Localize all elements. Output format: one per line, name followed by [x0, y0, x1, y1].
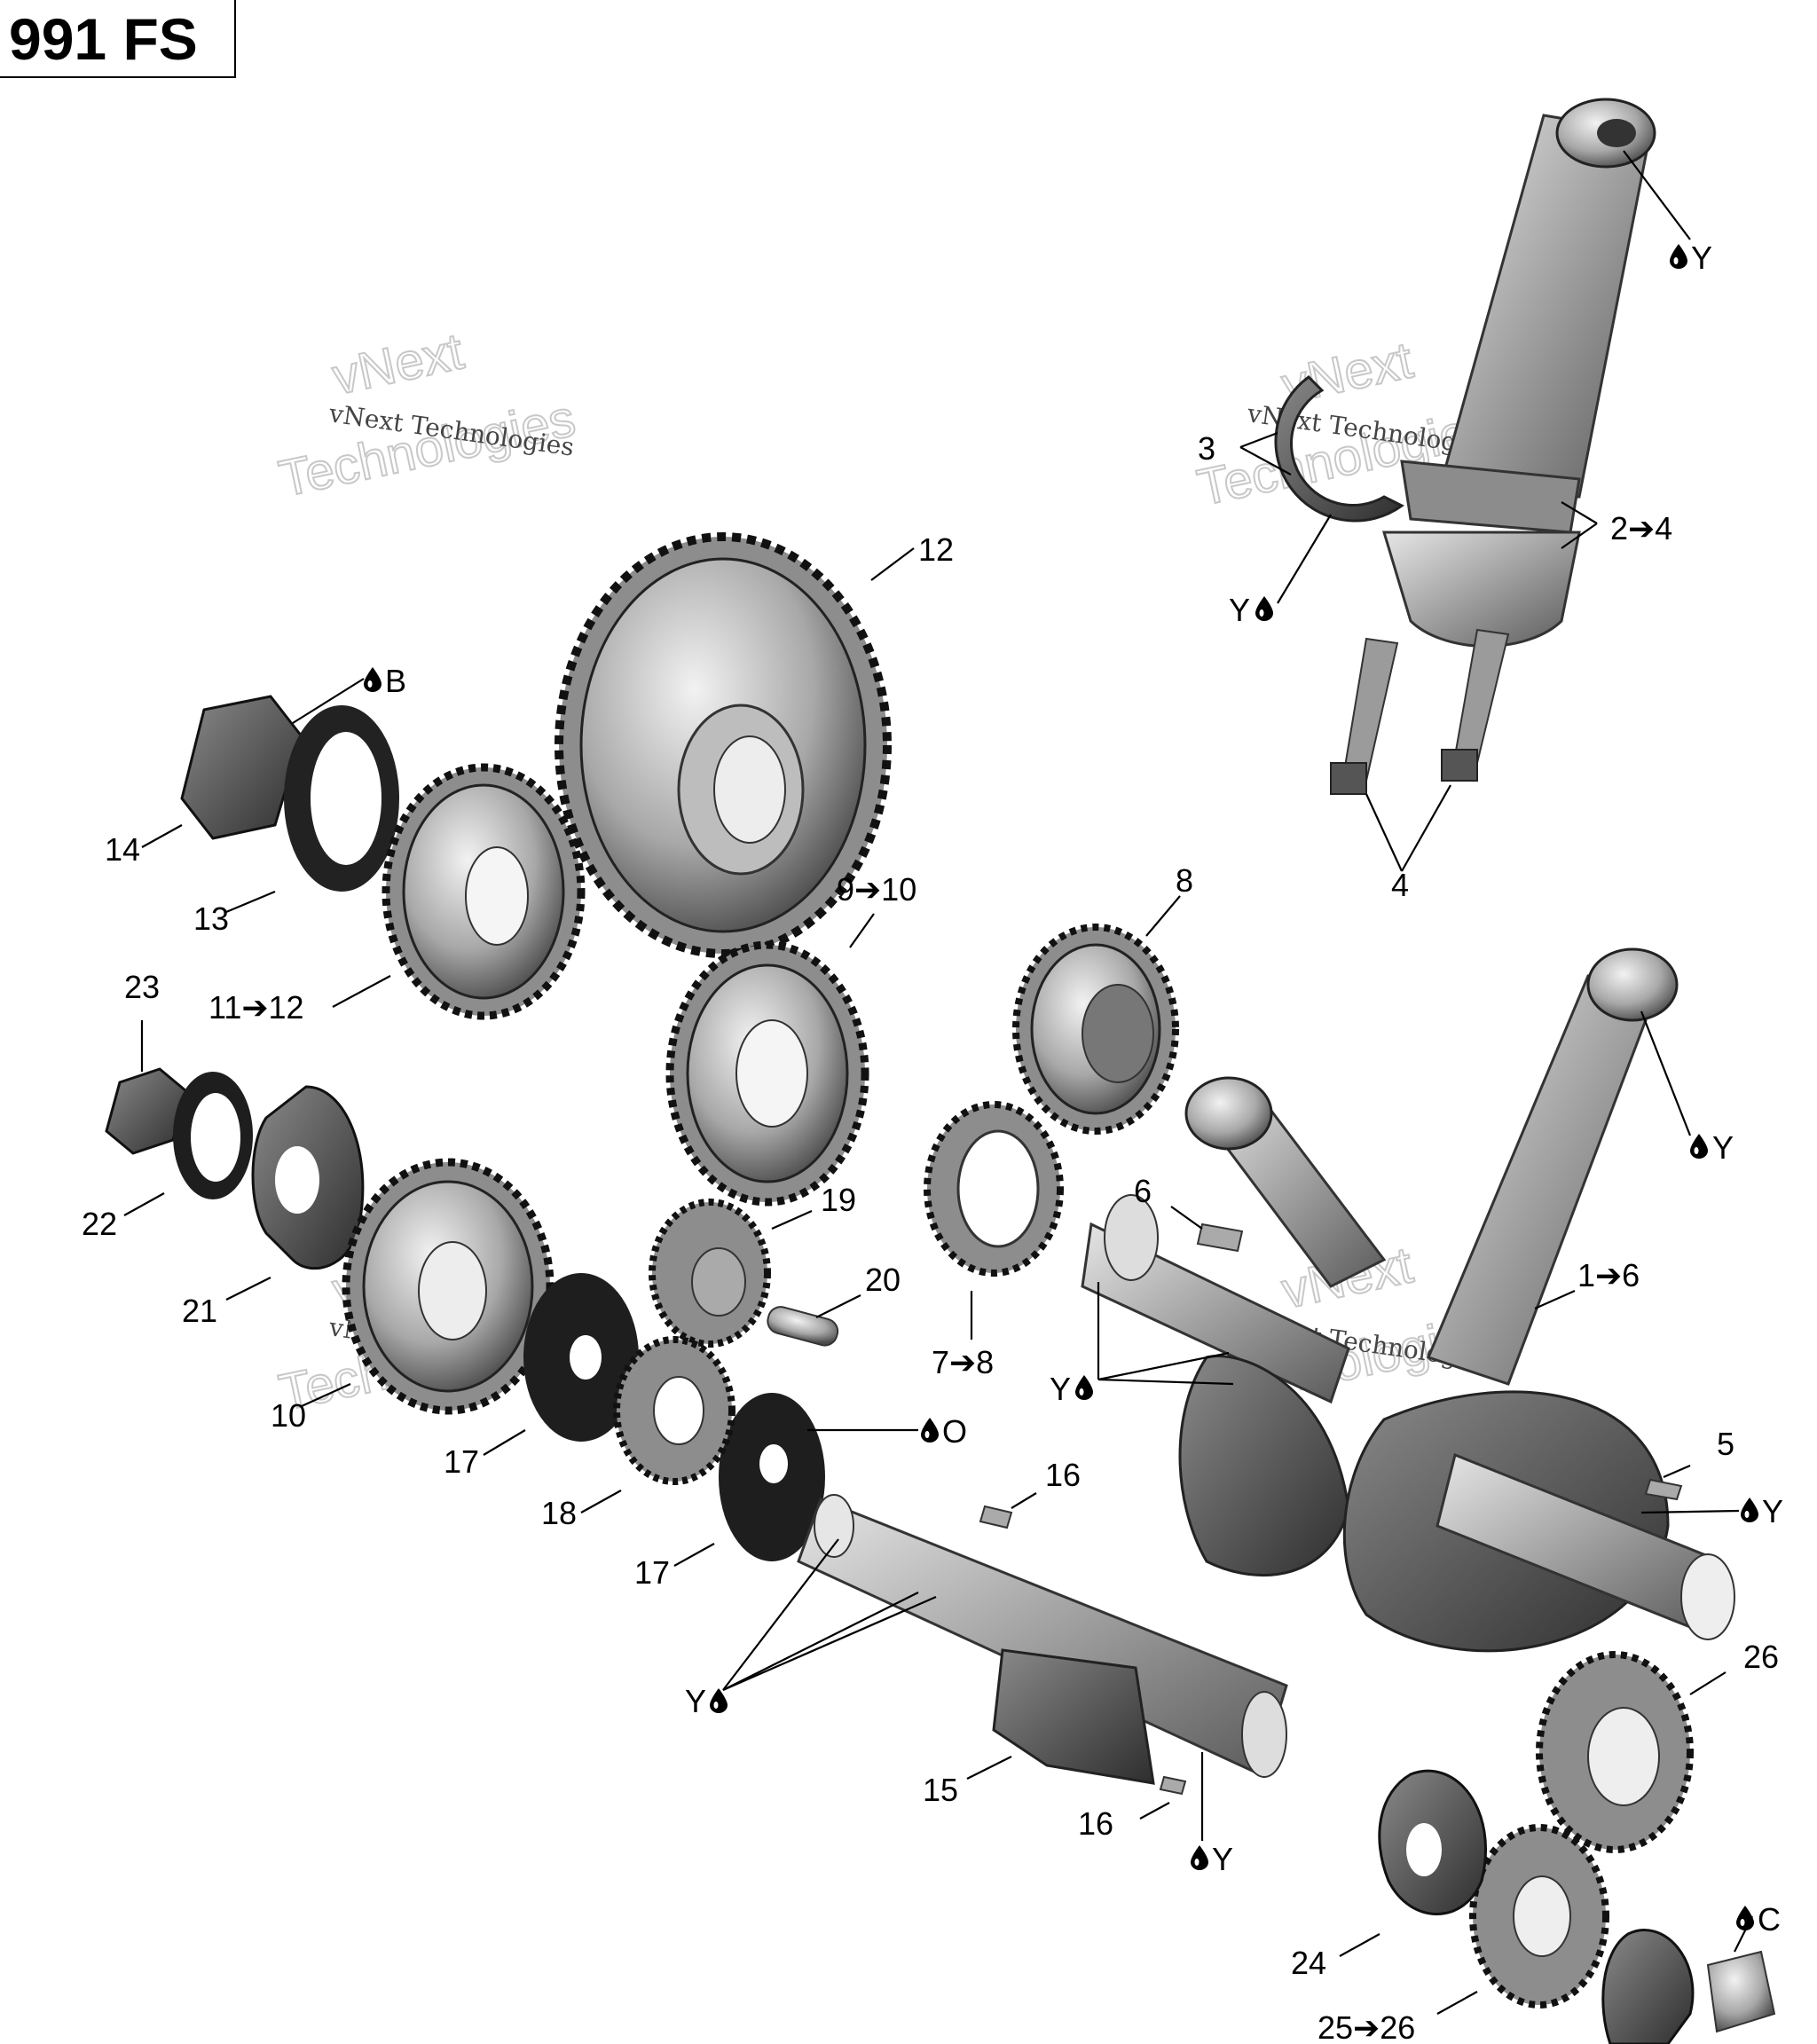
callout-3: 3: [1198, 430, 1215, 467]
oil-y-rod-lower: Y: [1690, 1129, 1734, 1166]
callout-23: 23: [124, 969, 160, 1005]
gear-19: [649, 1199, 771, 1348]
washer-17-lower: [719, 1393, 825, 1561]
gear-12-large: [555, 532, 892, 958]
gear-25: [1469, 1824, 1609, 2009]
callout-9-10: 9➔10: [837, 871, 916, 908]
oil-letter: Y: [685, 1683, 706, 1719]
oil-letter: C: [1758, 1901, 1781, 1938]
gear-7: [924, 1101, 1064, 1277]
oil-c-bolt: C: [1736, 1901, 1781, 1938]
nut-23: [105, 1067, 188, 1155]
leader-lines: [123, 150, 1753, 2015]
gear-11: [381, 763, 586, 1020]
oil-letter: Y: [1691, 240, 1712, 276]
oil-drop-icon: [1690, 1134, 1708, 1159]
plate-24: [1378, 1769, 1487, 1915]
balance-shaft-15: [797, 1494, 1288, 1785]
lubricant-symbols: Y Y B Y Y O Y Y: [364, 240, 1783, 1938]
callout-20: 20: [865, 1262, 901, 1298]
oil-drop-icon: [1736, 1906, 1754, 1930]
callout-5: 5: [1717, 1426, 1734, 1462]
oil-y-balance-shaft: Y: [685, 1683, 728, 1719]
oil-letter: Y: [1050, 1371, 1071, 1407]
nut-14: [180, 695, 303, 840]
oil-drop-icon: [1191, 1845, 1208, 1870]
oil-letter: Y: [1212, 1841, 1233, 1877]
callout-13: 13: [193, 900, 229, 937]
rod-bearing-shells: [1274, 375, 1404, 523]
crankshaft-assembly: [1081, 947, 1735, 1653]
callout-15: 15: [923, 1772, 958, 1808]
oil-letter: Y: [1762, 1493, 1783, 1529]
oil-b-nut: B: [364, 663, 406, 699]
gear-26: [1536, 1651, 1694, 1853]
callout-19: 19: [821, 1182, 856, 1218]
gear-9: [665, 940, 869, 1207]
oil-drop-icon: [1670, 244, 1687, 269]
oil-drop-icon: [1741, 1498, 1758, 1522]
oil-y-crank-right: Y: [1741, 1493, 1783, 1529]
oil-y-crank: Y: [1050, 1371, 1093, 1407]
callout-25-26: 25➔26: [1318, 2009, 1415, 2044]
washer-13: [284, 705, 399, 892]
callout-4: 4: [1391, 867, 1409, 903]
callout-17-upper: 17: [444, 1443, 479, 1480]
gear-18: [613, 1336, 735, 1485]
callout-11-12: 11➔12: [208, 989, 304, 1026]
callout-6: 6: [1134, 1173, 1152, 1209]
oil-drop-icon: [921, 1418, 939, 1443]
key-16-upper: [979, 1505, 1013, 1529]
callout-22: 22: [82, 1206, 117, 1242]
gear-8: [1012, 924, 1179, 1135]
bolt: [1706, 1950, 1776, 2033]
callout-7-8: 7➔8: [932, 1344, 994, 1380]
oil-drop-icon: [1255, 596, 1273, 621]
washer-17-upper: [523, 1273, 639, 1442]
callout-labels: 12 14 13 11➔12 9➔10 8 23 22 21 10 17 18 …: [82, 430, 1779, 2044]
key-6: [1196, 1222, 1244, 1253]
oil-letter: B: [385, 663, 406, 699]
gear-10: [342, 1158, 555, 1415]
oil-y-rod-top: Y: [1670, 240, 1712, 276]
rod-cap: [1381, 531, 1581, 648]
callout-12: 12: [918, 531, 954, 568]
watermark-big-line1: vNext: [327, 322, 468, 405]
diagram-title: 991 FS: [9, 6, 198, 72]
callout-21: 21: [182, 1293, 217, 1329]
callout-24: 24: [1291, 1945, 1326, 1981]
oil-letter: O: [942, 1413, 967, 1450]
plate-small: [1601, 1929, 1695, 2044]
callout-26: 26: [1743, 1639, 1779, 1675]
oil-y-shell: Y: [1229, 592, 1273, 628]
callout-10: 10: [271, 1397, 306, 1434]
key-5: [1644, 1478, 1683, 1501]
callout-17-lower: 17: [634, 1554, 670, 1591]
callout-2-4: 2➔4: [1610, 510, 1672, 546]
rod-bolts: [1330, 628, 1510, 795]
watermark-top-left: vNext Technologies vNext Technologies: [273, 321, 581, 508]
connecting-rod-top: [1400, 98, 1656, 534]
oil-drop-icon: [364, 667, 381, 692]
callout-16-upper: 16: [1045, 1457, 1081, 1493]
callout-18: 18: [541, 1495, 577, 1531]
pin-20: [767, 1306, 839, 1347]
callout-8: 8: [1176, 862, 1193, 899]
key-16-lower: [1159, 1775, 1187, 1796]
oil-letter: Y: [1229, 592, 1250, 628]
oil-drop-icon: [710, 1688, 728, 1713]
oil-o-washer: O: [921, 1413, 967, 1450]
oil-drop-icon: [1075, 1375, 1093, 1400]
plate-21: [251, 1085, 365, 1270]
diagram-title-box: 991 FS: [0, 0, 236, 78]
callout-14: 14: [105, 831, 140, 868]
oil-letter: Y: [1712, 1129, 1734, 1166]
washer-22: [173, 1072, 253, 1199]
oil-y-bottom: Y: [1191, 1841, 1233, 1877]
callout-16-lower: 16: [1078, 1805, 1113, 1842]
callout-1-6: 1➔6: [1577, 1257, 1640, 1293]
